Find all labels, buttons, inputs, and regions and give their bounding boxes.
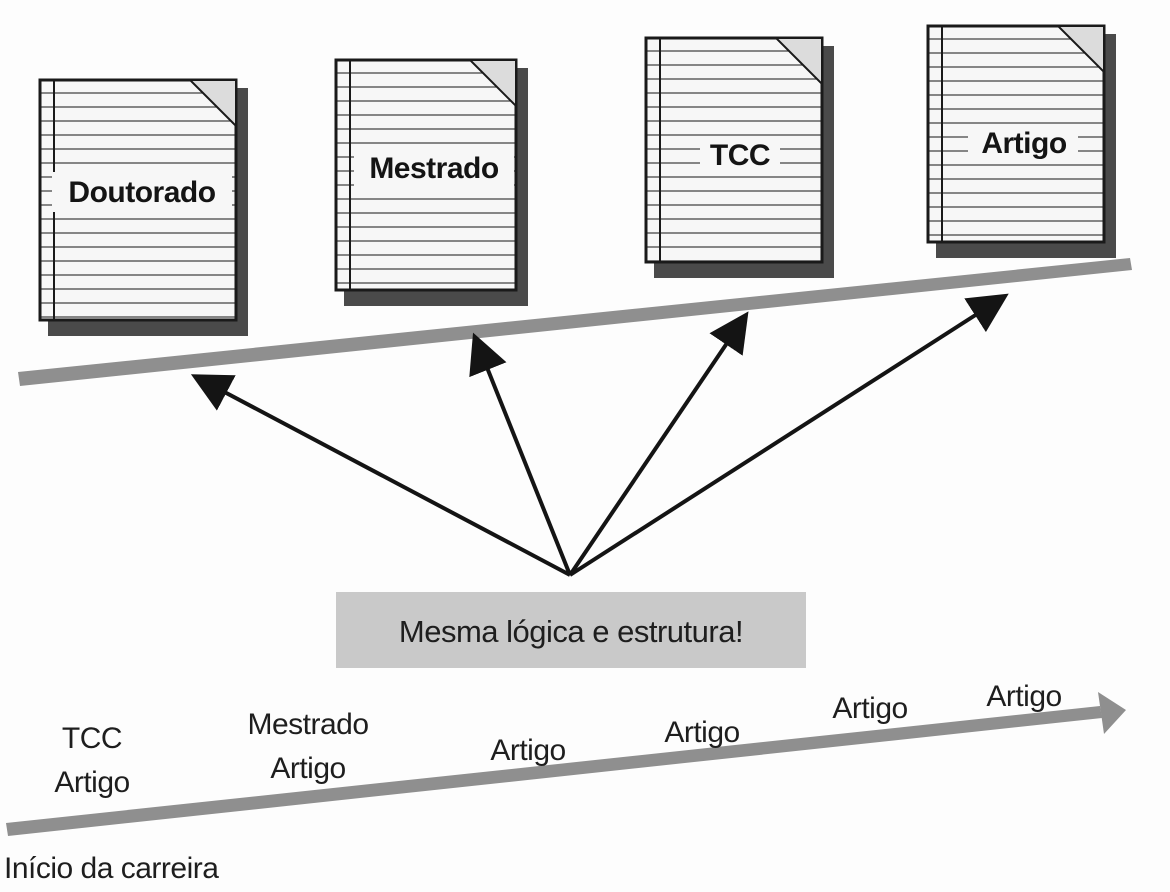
document-tcc: TCC — [644, 36, 834, 278]
timeline-label: Artigo — [490, 734, 565, 767]
document-doutorado: Doutorado — [38, 78, 248, 336]
timeline-labels: TCC Artigo Mestrado Artigo Artigo Artigo… — [4, 680, 1062, 885]
document-mestrado: Mestrado — [334, 58, 528, 306]
document-label: Doutorado — [68, 176, 215, 209]
timeline-label: TCC — [62, 722, 122, 755]
center-box-label: Mesma lógica e estrutura! — [399, 614, 743, 649]
timeline-label: Artigo — [270, 752, 345, 785]
arrow-to-tcc — [568, 311, 749, 577]
timeline-label: Artigo — [664, 716, 739, 749]
arrow-to-mestrado — [469, 332, 572, 576]
arrows — [190, 293, 1009, 577]
arrow-to-artigo — [568, 293, 1009, 577]
upper-bar — [18, 258, 1132, 386]
timeline-label: Artigo — [54, 766, 129, 799]
center-box: Mesma lógica e estrutura! — [336, 592, 806, 668]
document-label: TCC — [710, 139, 770, 172]
timeline-label: Artigo — [986, 680, 1061, 713]
document-label: Mestrado — [369, 152, 499, 185]
timeline-label: Mestrado — [247, 708, 368, 741]
document-artigo: Artigo — [926, 24, 1116, 258]
document-label: Artigo — [981, 127, 1066, 160]
arrow-to-doutorado — [190, 374, 571, 577]
timeline-label: Artigo — [832, 692, 907, 725]
career-start-label: Início da carreira — [4, 852, 219, 885]
timeline-bar — [6, 692, 1126, 836]
